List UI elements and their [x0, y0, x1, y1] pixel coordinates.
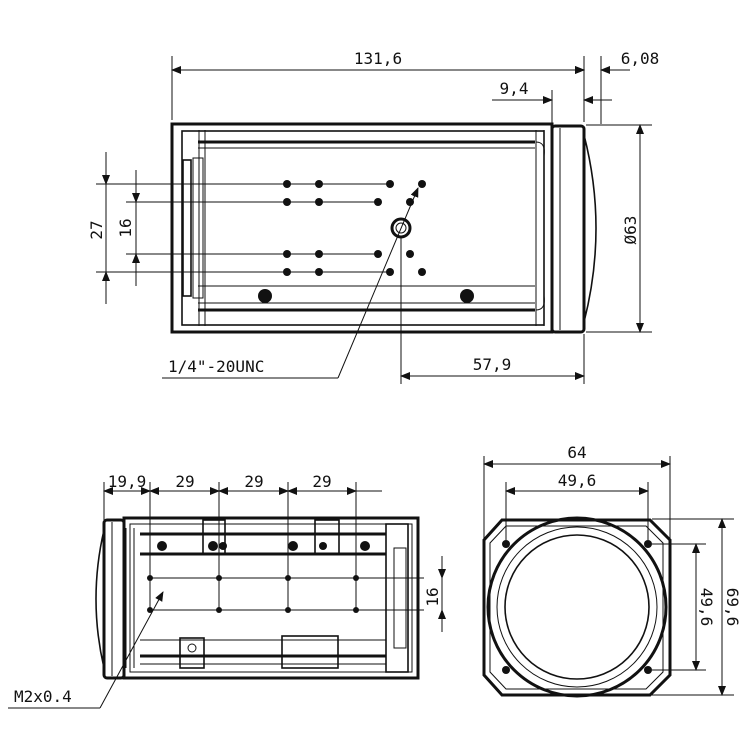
dim-outer-height: 69,6: [723, 588, 742, 627]
dim-pitch-2: 29: [244, 472, 263, 491]
dim-hole-height: 49,6: [697, 588, 716, 627]
tripod-thread-label: 1/4"-20UNC: [168, 357, 264, 376]
dim-diameter: Ø63: [621, 216, 640, 245]
dim-front-offset: 19,9: [108, 472, 147, 491]
top-view: 27 16 131,6 6,08 9,4 Ø63 57,9 1/4"-20: [87, 49, 659, 384]
front-holes: [502, 540, 652, 674]
dim-tripod-offset: 57,9: [473, 355, 512, 374]
top-body-outline: [170, 122, 554, 334]
side-holes: [147, 541, 370, 613]
top-lens-ring: [550, 124, 586, 334]
dim-lens-protrusion: 6,08: [621, 49, 660, 68]
side-rear-plate: [385, 523, 409, 673]
dim-length: 131,6: [354, 49, 402, 68]
front-lens-inner: [504, 534, 650, 680]
dim-lens-step: 9,4: [500, 79, 529, 98]
top-lens-dome: [583, 134, 597, 323]
dim-side-hole-span: 16: [423, 587, 442, 606]
front-body-outline: [482, 518, 672, 697]
side-body-outline: [122, 516, 420, 680]
dim-hole-span: 27: [87, 220, 106, 239]
side-lens-dome: [95, 529, 105, 669]
side-view: 19,9 29 29 29 16 M2x0.4: [8, 472, 446, 709]
dim-hole-width: 49,6: [558, 471, 597, 490]
top-mounting-holes: [258, 180, 474, 303]
dim-outer-width: 64: [567, 443, 586, 462]
dim-pitch-1: 29: [175, 472, 194, 491]
top-rear-plate: [182, 159, 192, 297]
front-view: 64 49,6 49,6 69,6: [482, 443, 742, 698]
side-lens-ring: [102, 518, 126, 680]
dim-pitch-3: 29: [312, 472, 331, 491]
dim-inner-hole-span: 16: [116, 218, 135, 237]
front-lens-outer: [486, 516, 668, 698]
screw-thread-label: M2x0.4: [14, 687, 72, 706]
top-body-inner: [181, 130, 545, 326]
